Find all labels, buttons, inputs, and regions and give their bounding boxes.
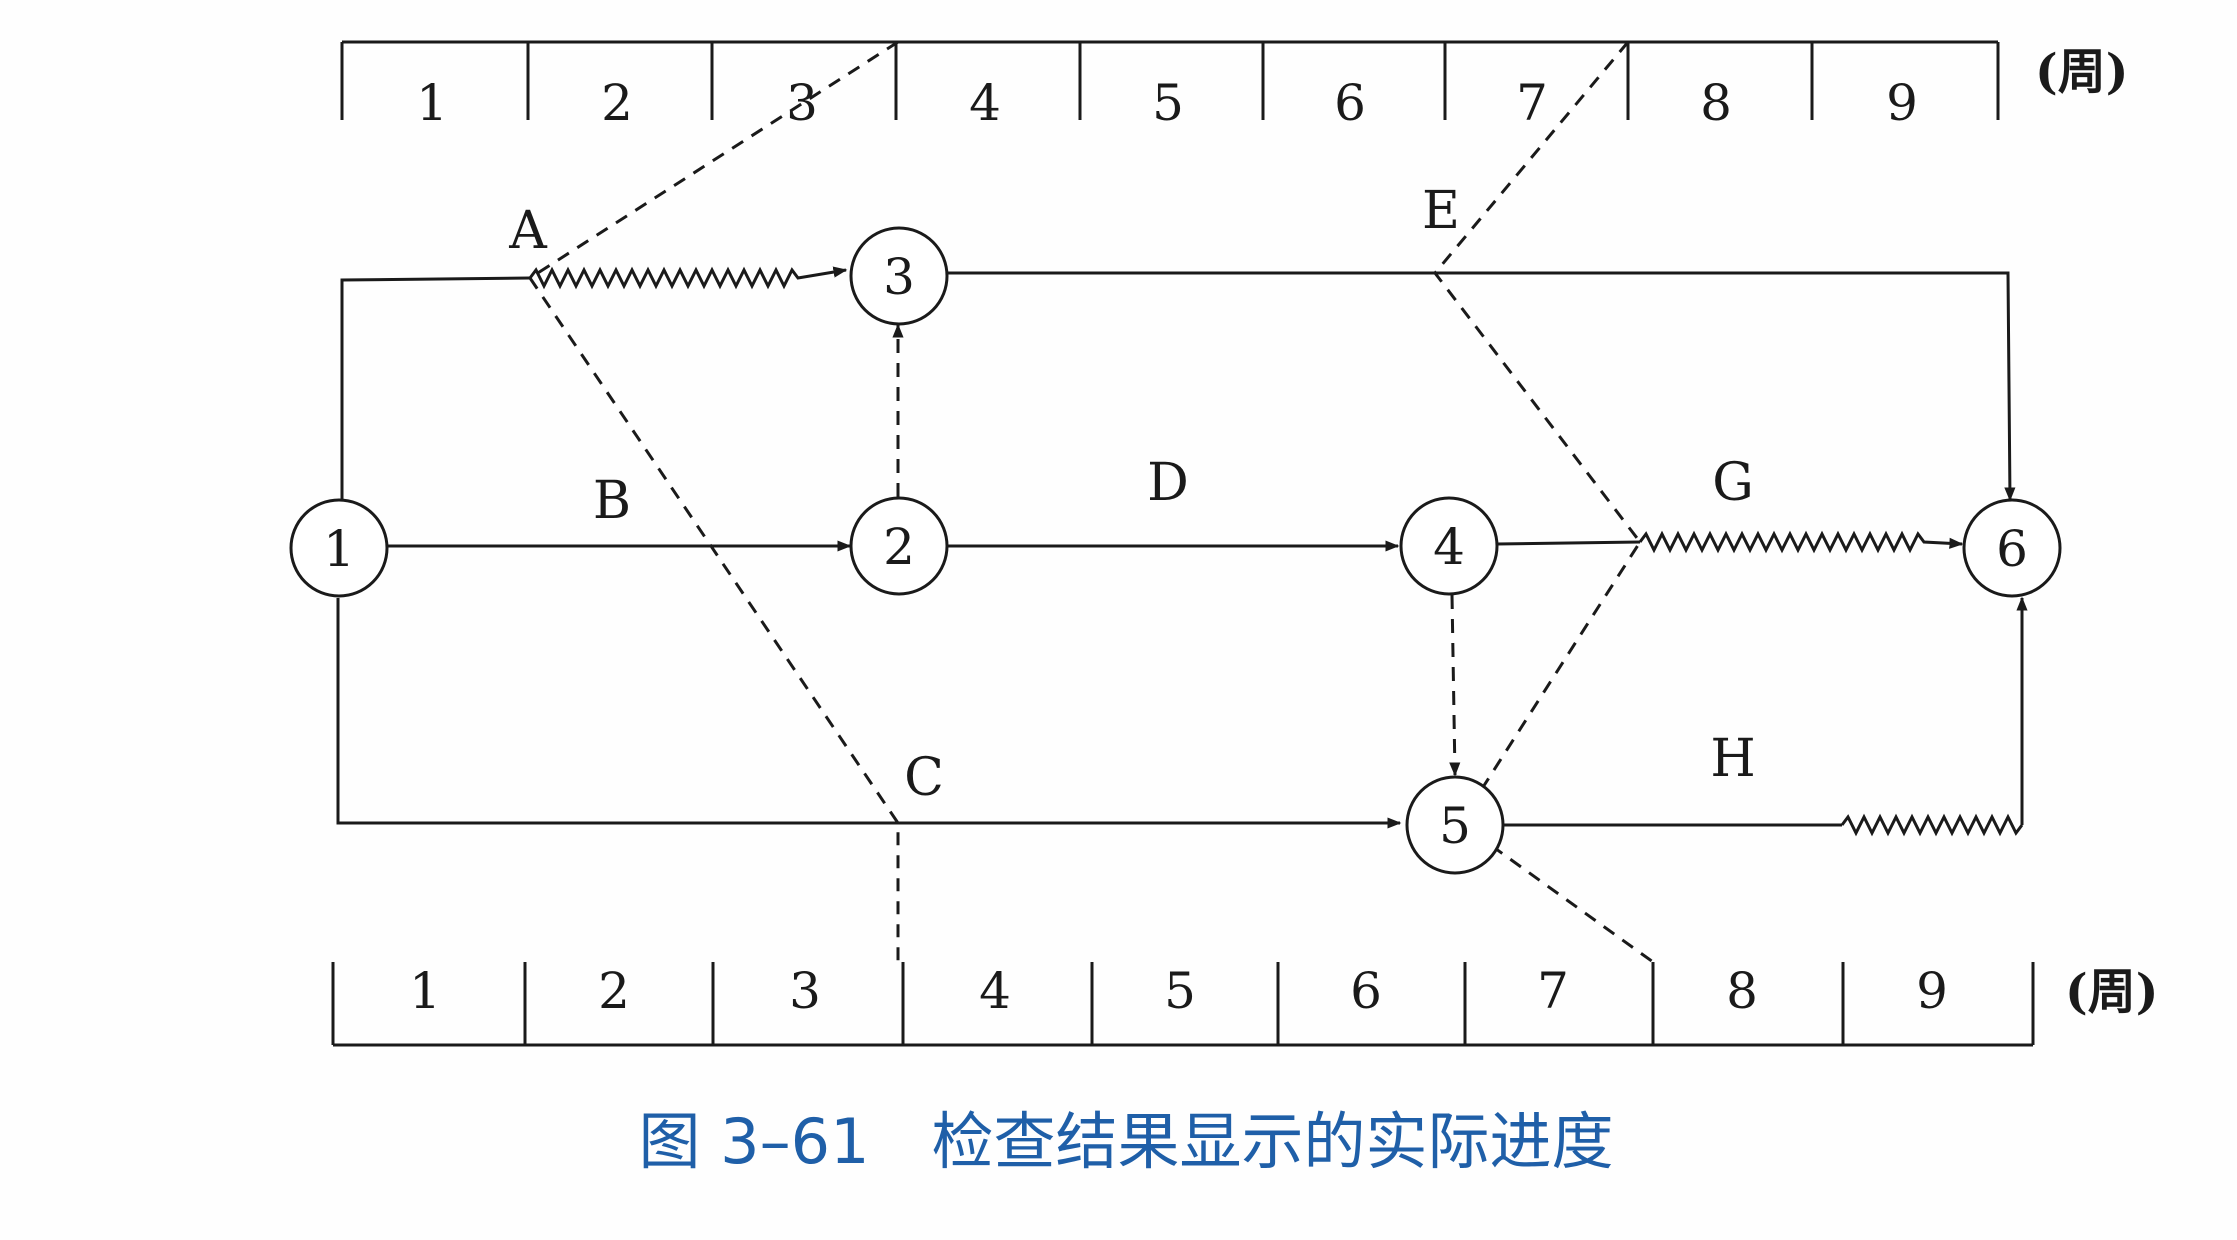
node-4-label: 4 <box>1433 518 1465 576</box>
activity-e-line <box>945 271 2016 502</box>
activity-h-label: H <box>1710 729 1755 789</box>
node-2-label: 2 <box>883 518 915 576</box>
node-6 <box>1962 498 2062 598</box>
node-3-label: 3 <box>883 248 915 306</box>
dummy-4-5 <box>1449 594 1461 777</box>
activity-a-wavy <box>528 266 848 290</box>
activity-g-label: G <box>1712 453 1754 513</box>
bottom-week-6: 6 <box>1350 962 1382 1020</box>
top-week-4: 4 <box>969 74 1001 132</box>
node-2 <box>849 496 949 596</box>
activity-g-wavy <box>1638 530 1964 554</box>
node-5-label: 5 <box>1439 797 1471 855</box>
node-1-label: 1 <box>323 520 355 578</box>
bottom-week-3: 3 <box>789 962 821 1020</box>
activity-c-line <box>336 598 1402 829</box>
top-week-7: 7 <box>1516 74 1548 132</box>
top-week-5: 5 <box>1152 74 1184 132</box>
bottom-week-8: 8 <box>1726 962 1758 1020</box>
bottom-week-9: 9 <box>1916 962 1948 1020</box>
node-3 <box>849 226 949 326</box>
activity-e-label: E <box>1422 181 1460 241</box>
bottom-week-4: 4 <box>979 962 1011 1020</box>
bottom-week-2: 2 <box>598 962 630 1020</box>
top-week-1: 1 <box>416 74 448 132</box>
timescale-top <box>340 40 2000 120</box>
top-unit-label: (周) <box>2035 44 2128 100</box>
activity-a-solid <box>340 276 531 520</box>
node-5 <box>1405 775 1505 875</box>
top-week-8: 8 <box>1700 74 1732 132</box>
activity-b-label: B <box>593 471 631 531</box>
bottom-week-5: 5 <box>1164 962 1196 1020</box>
timescale-bottom <box>331 962 2035 1047</box>
top-week-2: 2 <box>601 74 633 132</box>
node-1 <box>289 498 389 598</box>
top-week-9: 9 <box>1886 74 1918 132</box>
activity-h-wavy <box>1840 813 2024 837</box>
bottom-unit-label: (周) <box>2065 964 2158 1020</box>
activity-d-label: D <box>1147 453 1189 513</box>
node-6-label: 6 <box>1996 520 2028 578</box>
activity-g-solid <box>1496 540 1641 546</box>
activity-a-label: A <box>508 201 548 261</box>
node-4 <box>1399 496 1499 596</box>
bottom-week-1: 1 <box>409 962 441 1020</box>
top-week-6: 6 <box>1334 74 1366 132</box>
activity-c-label: C <box>904 748 944 808</box>
progress-check-line-top <box>527 40 900 962</box>
top-week-3: 3 <box>786 74 818 132</box>
bottom-week-7: 7 <box>1537 962 1569 1020</box>
figure-caption: 图 3–61 检查结果显示的实际进度 <box>638 1105 1613 1178</box>
